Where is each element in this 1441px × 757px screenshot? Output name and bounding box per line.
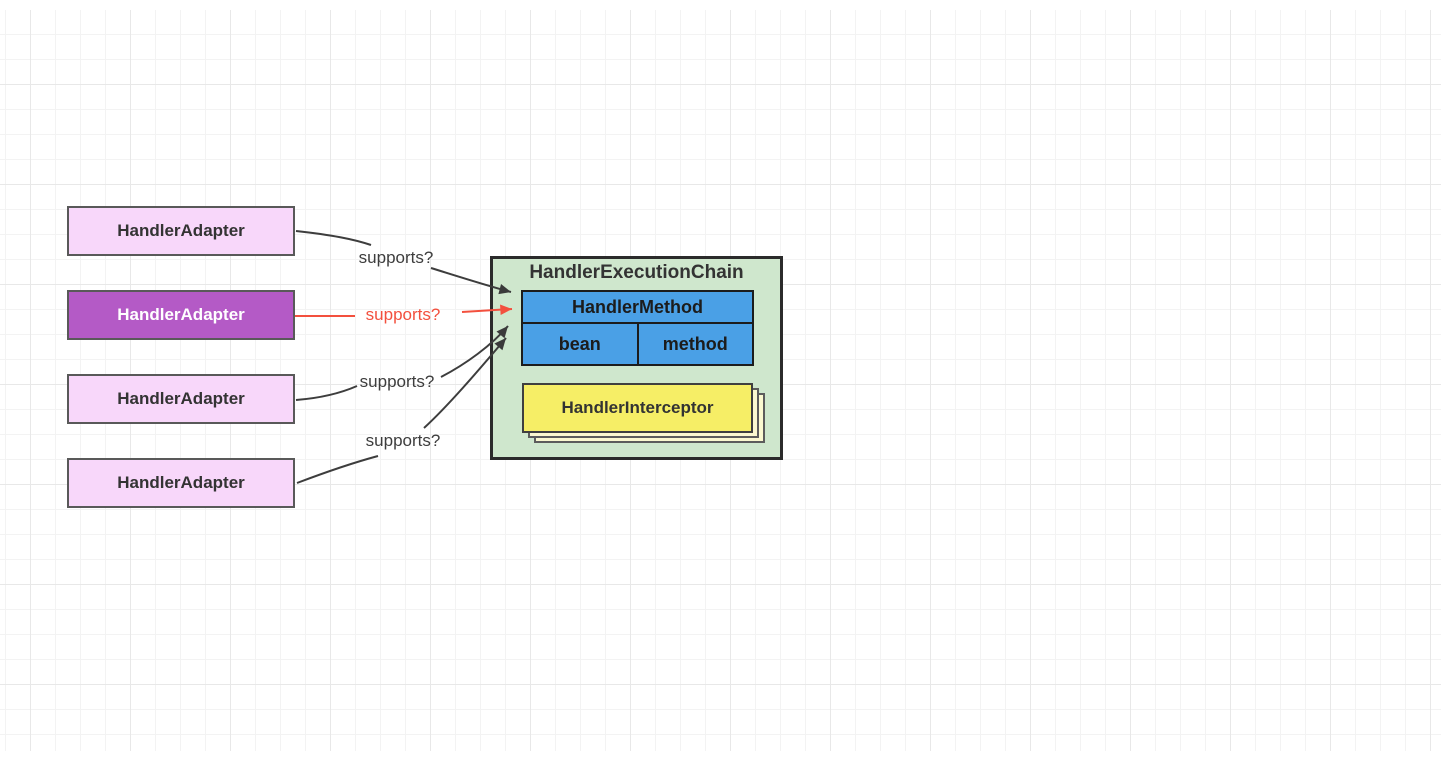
node-handler-adapter-1[interactable]: HandlerAdapter: [67, 206, 295, 256]
node-handler-execution-chain[interactable]: HandlerExecutionChain HandlerMethod bean…: [490, 256, 783, 460]
node-label: HandlerInterceptor: [561, 398, 714, 417]
node-handler-interceptor[interactable]: HandlerInterceptor: [522, 383, 753, 433]
node-handler-adapter-4[interactable]: HandlerAdapter: [67, 458, 295, 508]
node-handler-method[interactable]: HandlerMethod bean method: [521, 290, 754, 366]
node-label: HandlerAdapter: [117, 389, 245, 408]
handler-method-title: HandlerMethod: [523, 292, 752, 324]
chain-title: HandlerExecutionChain: [529, 262, 744, 283]
edge-label-supports-1[interactable]: supports?: [358, 248, 434, 267]
node-label: HandlerAdapter: [117, 305, 245, 324]
edge-label-supports-2[interactable]: supports?: [365, 305, 441, 324]
node-handler-adapter-2-selected[interactable]: HandlerAdapter: [67, 290, 295, 340]
edge-label-supports-4[interactable]: supports?: [365, 431, 441, 450]
node-handler-adapter-3[interactable]: HandlerAdapter: [67, 374, 295, 424]
cell-method[interactable]: method: [662, 333, 728, 354]
edge-label-supports-3[interactable]: supports?: [359, 372, 435, 391]
node-label: HandlerAdapter: [117, 473, 245, 492]
node-label: HandlerAdapter: [117, 221, 245, 240]
cell-bean[interactable]: bean: [523, 324, 639, 364]
handler-method-cells: bean method: [523, 324, 752, 364]
